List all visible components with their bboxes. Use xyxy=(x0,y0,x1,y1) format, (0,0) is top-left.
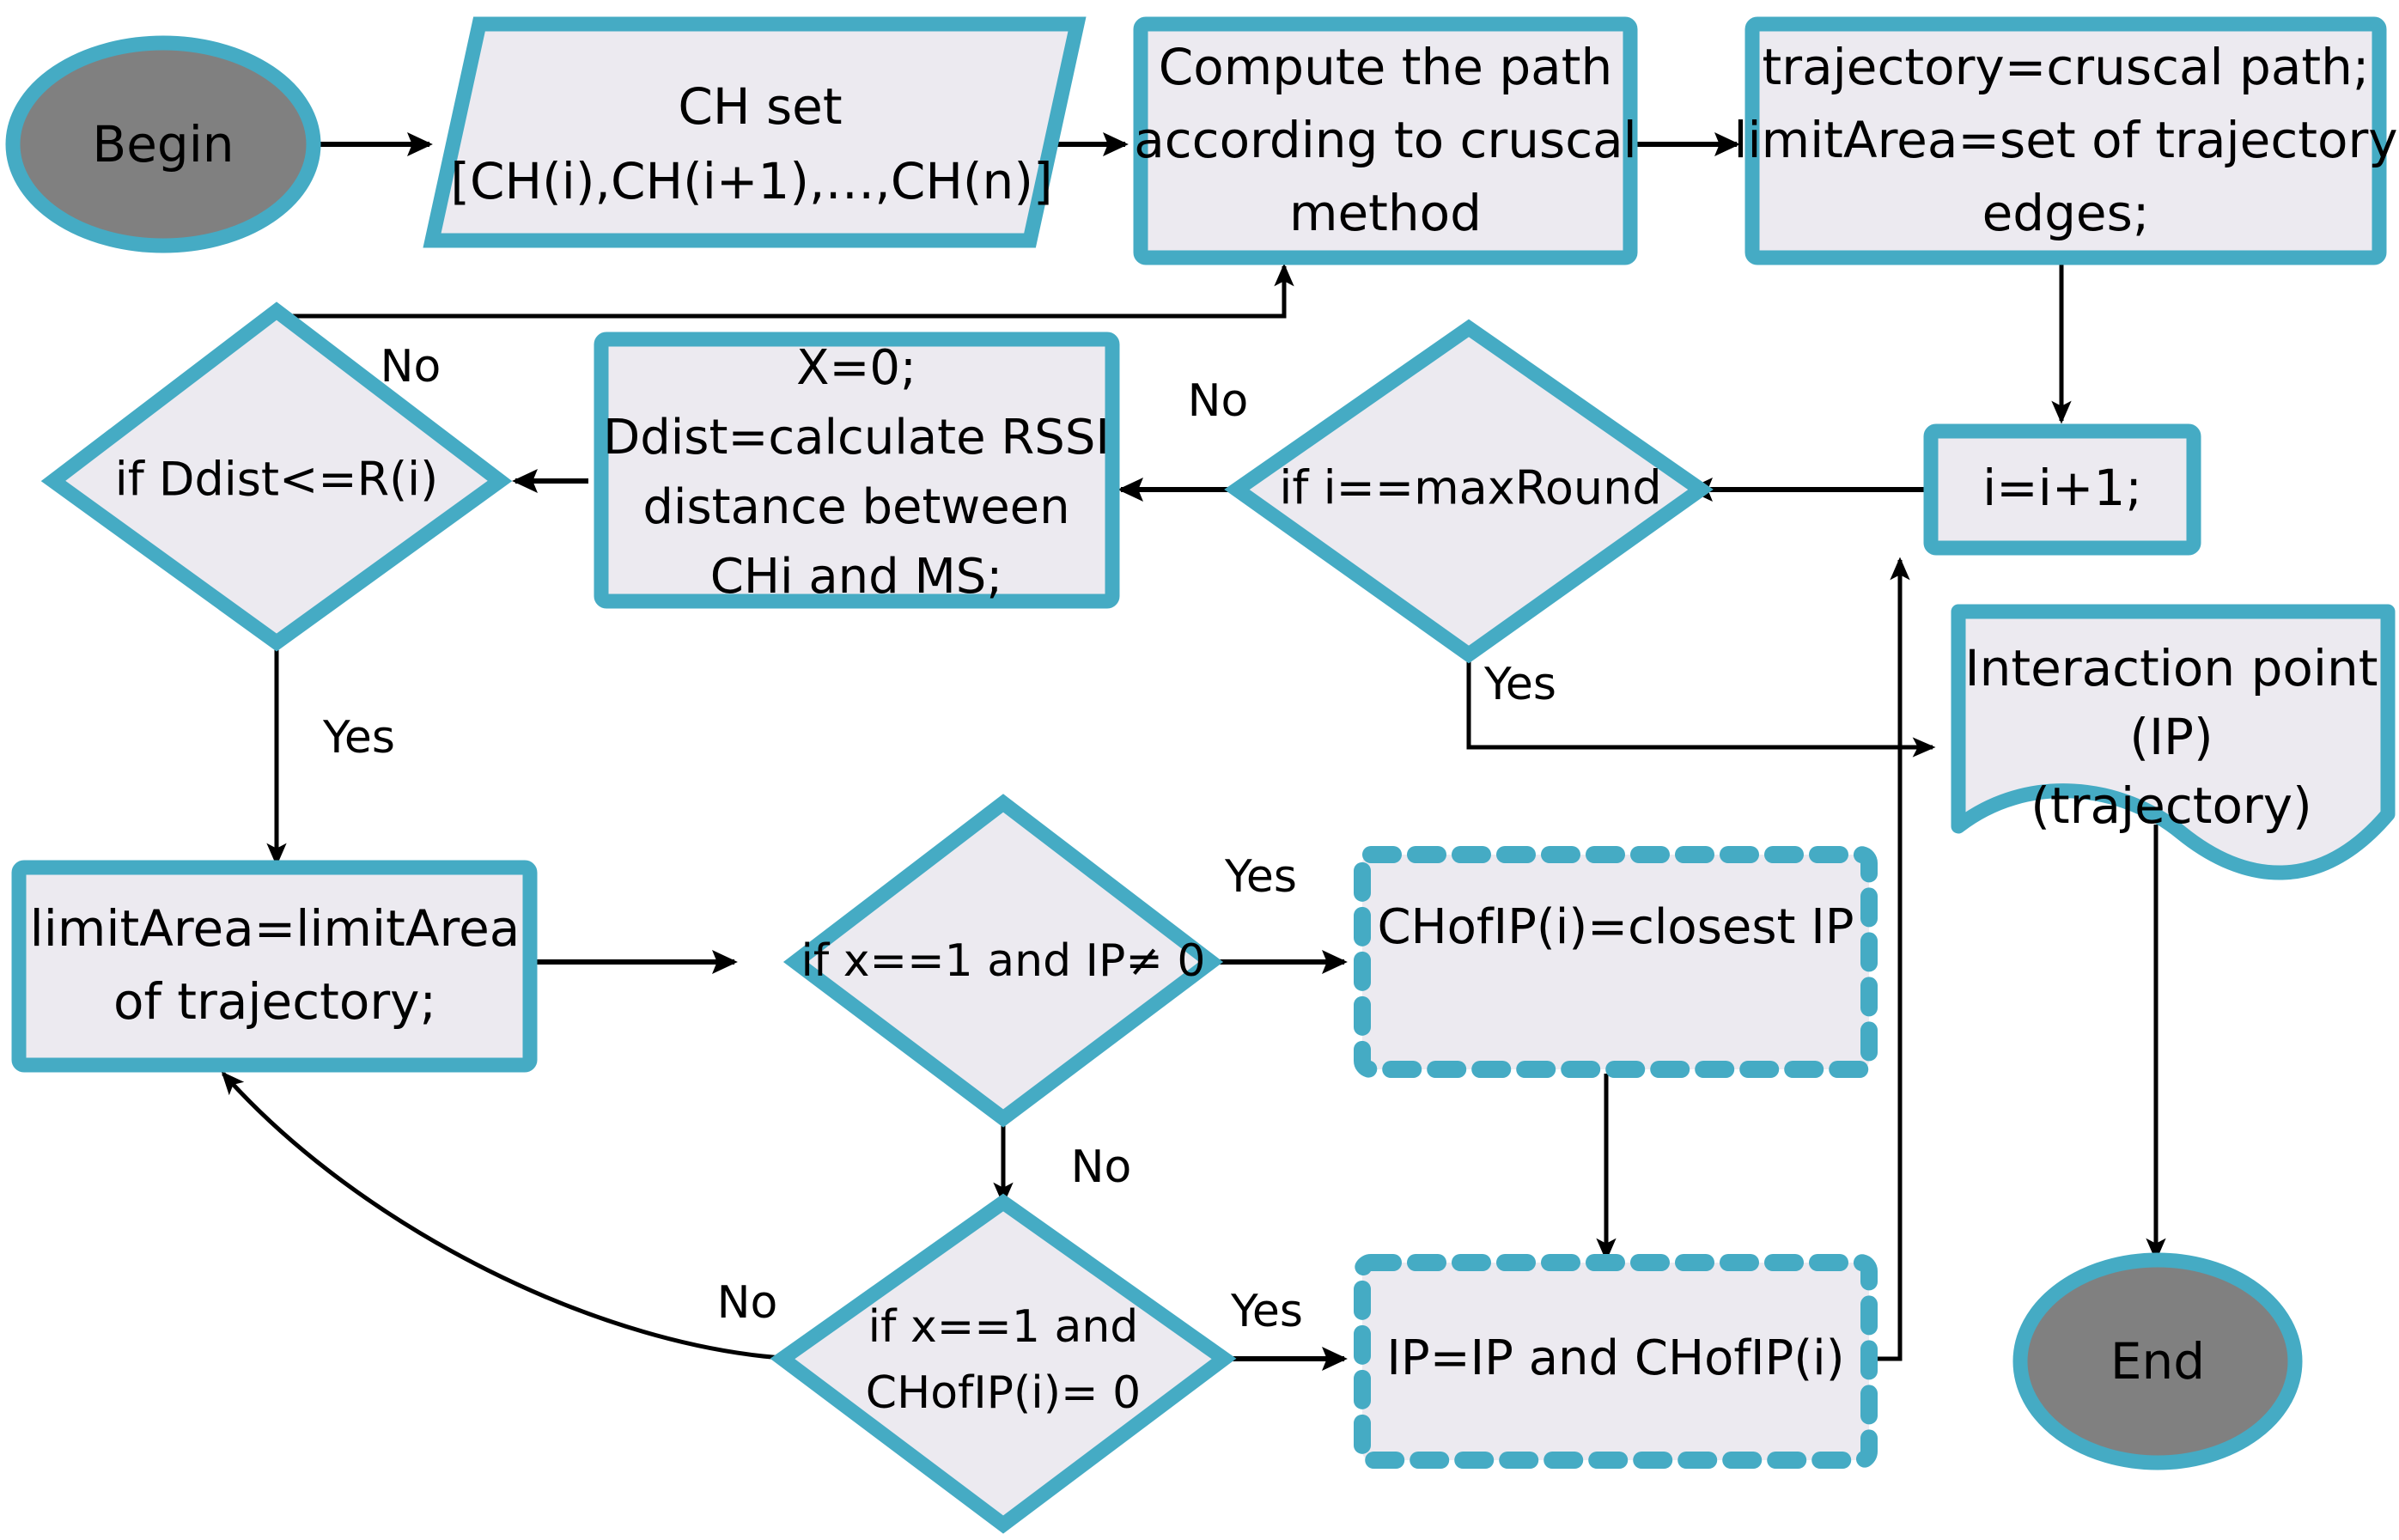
if-ddist-label: if Ddist<=R(i) xyxy=(115,453,439,507)
if-x-ip-diamond-shape xyxy=(782,794,1224,1128)
limit-area-line2: of trajectory; xyxy=(113,972,436,1031)
node-x-ddist[interactable]: X=0; Ddist=calculate RSSI distance betwe… xyxy=(594,332,1120,609)
edge-label-x-ip-no: No xyxy=(1071,1141,1132,1193)
chofip-closest-dashed-rect-shape xyxy=(1354,846,1878,1078)
node-ch-set[interactable]: CH set [CH(i),CH(i+1),…,CH(n)] xyxy=(423,16,1087,248)
ip-and-chofip-label: IP=IP and CHofIP(i) xyxy=(1386,1330,1844,1386)
node-ip-and-chofip[interactable]: IP=IP and CHofIP(i) xyxy=(1354,1254,1878,1469)
compute-path-line3: method xyxy=(1289,184,1482,242)
edge-label-x-chofip-yes: Yes xyxy=(1230,1286,1303,1337)
node-interaction-point[interactable]: Interaction point (IP) (trajectory) xyxy=(1951,604,2396,880)
trajectory-line1: trajectory=cruscal path; xyxy=(1763,38,2370,96)
begin-ellipse-shape xyxy=(5,35,321,253)
edge-ifxchofip-no-to-limitarea xyxy=(221,1071,795,1361)
node-compute-path[interactable]: Compute the path according to cruscal me… xyxy=(1133,16,1638,265)
chset-label-line2: [CH(i),CH(i+1),…,CH(n)] xyxy=(450,152,1052,210)
compute-path-rect-shape xyxy=(1133,16,1638,265)
edge-label-maxround-no: No xyxy=(1188,375,1249,427)
x-ddist-rect-shape xyxy=(594,332,1120,609)
i-increment-label: i=i+1; xyxy=(1982,459,2142,517)
chset-parallelogram-shape xyxy=(423,16,1087,248)
edge-label-x-ip-yes: Yes xyxy=(1224,851,1297,903)
node-i-increment[interactable]: i=i+1; xyxy=(1923,423,2201,556)
x-ddist-line1: X=0; xyxy=(796,340,916,396)
begin-label: Begin xyxy=(92,115,234,173)
connector-layer xyxy=(221,131,2166,1372)
limit-area-line1: limitArea=limitArea xyxy=(30,899,521,958)
limit-area-rect-shape xyxy=(11,860,538,1073)
ip-and-chofip-dashed-rect-shape xyxy=(1354,1254,1878,1469)
interaction-point-document-shape xyxy=(1951,604,2396,880)
edge-maxround-yes-to-ip xyxy=(1466,653,1936,758)
if-maxround-diamond-shape xyxy=(1224,319,1714,664)
x-ddist-line3: distance between xyxy=(642,479,1069,535)
if-x-ip-label: if x==1 and IP≠ 0 xyxy=(801,935,1205,987)
interaction-point-line2: (IP) xyxy=(2129,708,2213,766)
if-x-chofip-diamond-shape xyxy=(770,1193,1237,1534)
chofip-closest-label: CHofIP(i)=closest IP xyxy=(1377,899,1854,955)
compute-path-line2: according to cruscal xyxy=(1134,111,1637,169)
node-trajectory[interactable]: trajectory=cruscal path; limitArea=set o… xyxy=(1733,16,2398,265)
edge-label-ddist-yes: Yes xyxy=(322,712,395,764)
trajectory-line2: limitArea=set of trajectory xyxy=(1733,111,2397,169)
node-if-ddist[interactable]: if Ddist<=R(i) xyxy=(40,301,513,652)
interaction-point-line3: (trajectory) xyxy=(2031,776,2311,835)
x-ddist-line2: Ddist=calculate RSSI xyxy=(603,410,1110,466)
interaction-point-line1: Interaction point xyxy=(1964,639,2378,697)
i-increment-rect-shape xyxy=(1923,423,2201,556)
x-ddist-line4: CHi and MS; xyxy=(710,549,1002,605)
edge-ifddist-no-to-compute xyxy=(274,263,1294,319)
node-end[interactable]: End xyxy=(2012,1252,2303,1470)
end-ellipse-shape xyxy=(2012,1252,2303,1470)
node-if-x-ip[interactable]: if x==1 and IP≠ 0 xyxy=(782,794,1224,1128)
edge-label-x-chofip-no: No xyxy=(717,1277,778,1329)
node-if-x-chofip[interactable]: if x==1 and CHofIP(i)= 0 xyxy=(770,1193,1237,1534)
trajectory-line3: edges; xyxy=(1982,184,2150,242)
if-x-chofip-line2: CHofIP(i)= 0 xyxy=(866,1367,1141,1419)
edge-label-maxround-yes: Yes xyxy=(1483,659,1556,710)
if-ddist-diamond-shape xyxy=(40,301,513,652)
trajectory-rect-shape xyxy=(1744,16,2387,265)
edge-label-ddist-no: No xyxy=(381,341,441,393)
node-chofip-closest[interactable]: CHofIP(i)=closest IP xyxy=(1354,846,1878,1078)
compute-path-line1: Compute the path xyxy=(1159,38,1612,96)
node-if-maxround[interactable]: if i==maxRound xyxy=(1224,319,1714,664)
chset-label-line1: CH set xyxy=(678,77,842,136)
node-begin[interactable]: Begin xyxy=(5,35,321,253)
if-x-chofip-line1: if x==1 and xyxy=(868,1301,1139,1353)
end-label: End xyxy=(2110,1332,2205,1391)
node-limit-area[interactable]: limitArea=limitArea of trajectory; xyxy=(11,860,538,1073)
if-maxround-label: if i==maxRound xyxy=(1279,461,1661,515)
edge-label-layer: No Yes No Yes Yes No No Yes xyxy=(322,341,1556,1337)
